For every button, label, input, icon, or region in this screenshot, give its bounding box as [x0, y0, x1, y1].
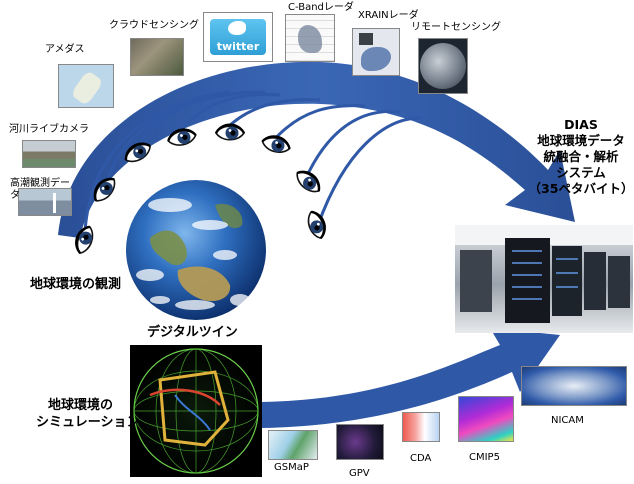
dias-line-2: 地球環境データ — [528, 133, 634, 149]
cband-label: C-Bandレーダ — [288, 2, 354, 14]
remote-sensing-label: リモートセンシング — [411, 22, 501, 34]
river-camera-label: 河川ライブカメラ — [9, 124, 89, 136]
simulation-label-line1: 地球環境の — [48, 398, 113, 414]
amedas-label: アメダス — [45, 44, 85, 56]
crowdsensing-photo — [130, 38, 184, 76]
twitter-bird-icon — [228, 21, 246, 35]
observation-label: 地球環境の観測 — [30, 277, 121, 293]
crowdsensing-label: クラウドセンシング — [109, 20, 199, 32]
dias-title: DIAS 地球環境データ 統融合・解析 システム （35ペタバイト） — [528, 117, 634, 197]
cda-label: CDA — [410, 453, 431, 465]
gsmap-image — [268, 430, 318, 460]
eye-icon — [216, 125, 244, 140]
simulation-label-line2: シミュレーション — [36, 415, 139, 431]
twitter-logo: twitter — [203, 12, 273, 62]
digital-twin-label: デジタルツイン — [147, 325, 238, 341]
river-camera-photo — [22, 140, 76, 168]
cmip5-label: CMIP5 — [469, 452, 500, 464]
dias-line-1: DIAS — [528, 117, 634, 133]
amedas-map — [58, 64, 114, 108]
eye-icon — [305, 209, 329, 240]
twitter-wordmark: twitter — [204, 40, 272, 53]
satellite-image — [418, 38, 468, 94]
cband-radar-map — [285, 14, 335, 62]
cda-image — [402, 412, 440, 442]
eye-icon — [167, 127, 198, 147]
cmip5-image — [458, 396, 514, 442]
xrain-label: XRAINレーダ — [358, 10, 419, 22]
eye-icon — [261, 133, 292, 155]
nicam-image — [521, 366, 627, 406]
dias-line-4: システム — [528, 165, 634, 181]
eye-icon — [293, 167, 324, 196]
eye-icon — [90, 174, 119, 205]
dias-line-5: （35ペタバイト） — [528, 181, 634, 197]
eye-icon — [122, 139, 154, 166]
tide-data-label: 高潮観測データ — [10, 178, 76, 202]
gpv-label: GPV — [349, 468, 370, 480]
dias-line-3: 統融合・解析 — [528, 149, 634, 165]
xrain-radar-map — [352, 28, 400, 76]
nicam-label: NICAM — [551, 415, 584, 427]
gpv-image — [336, 424, 384, 460]
gsmap-label: GSMaP — [274, 462, 309, 474]
eye-icon — [72, 224, 96, 255]
